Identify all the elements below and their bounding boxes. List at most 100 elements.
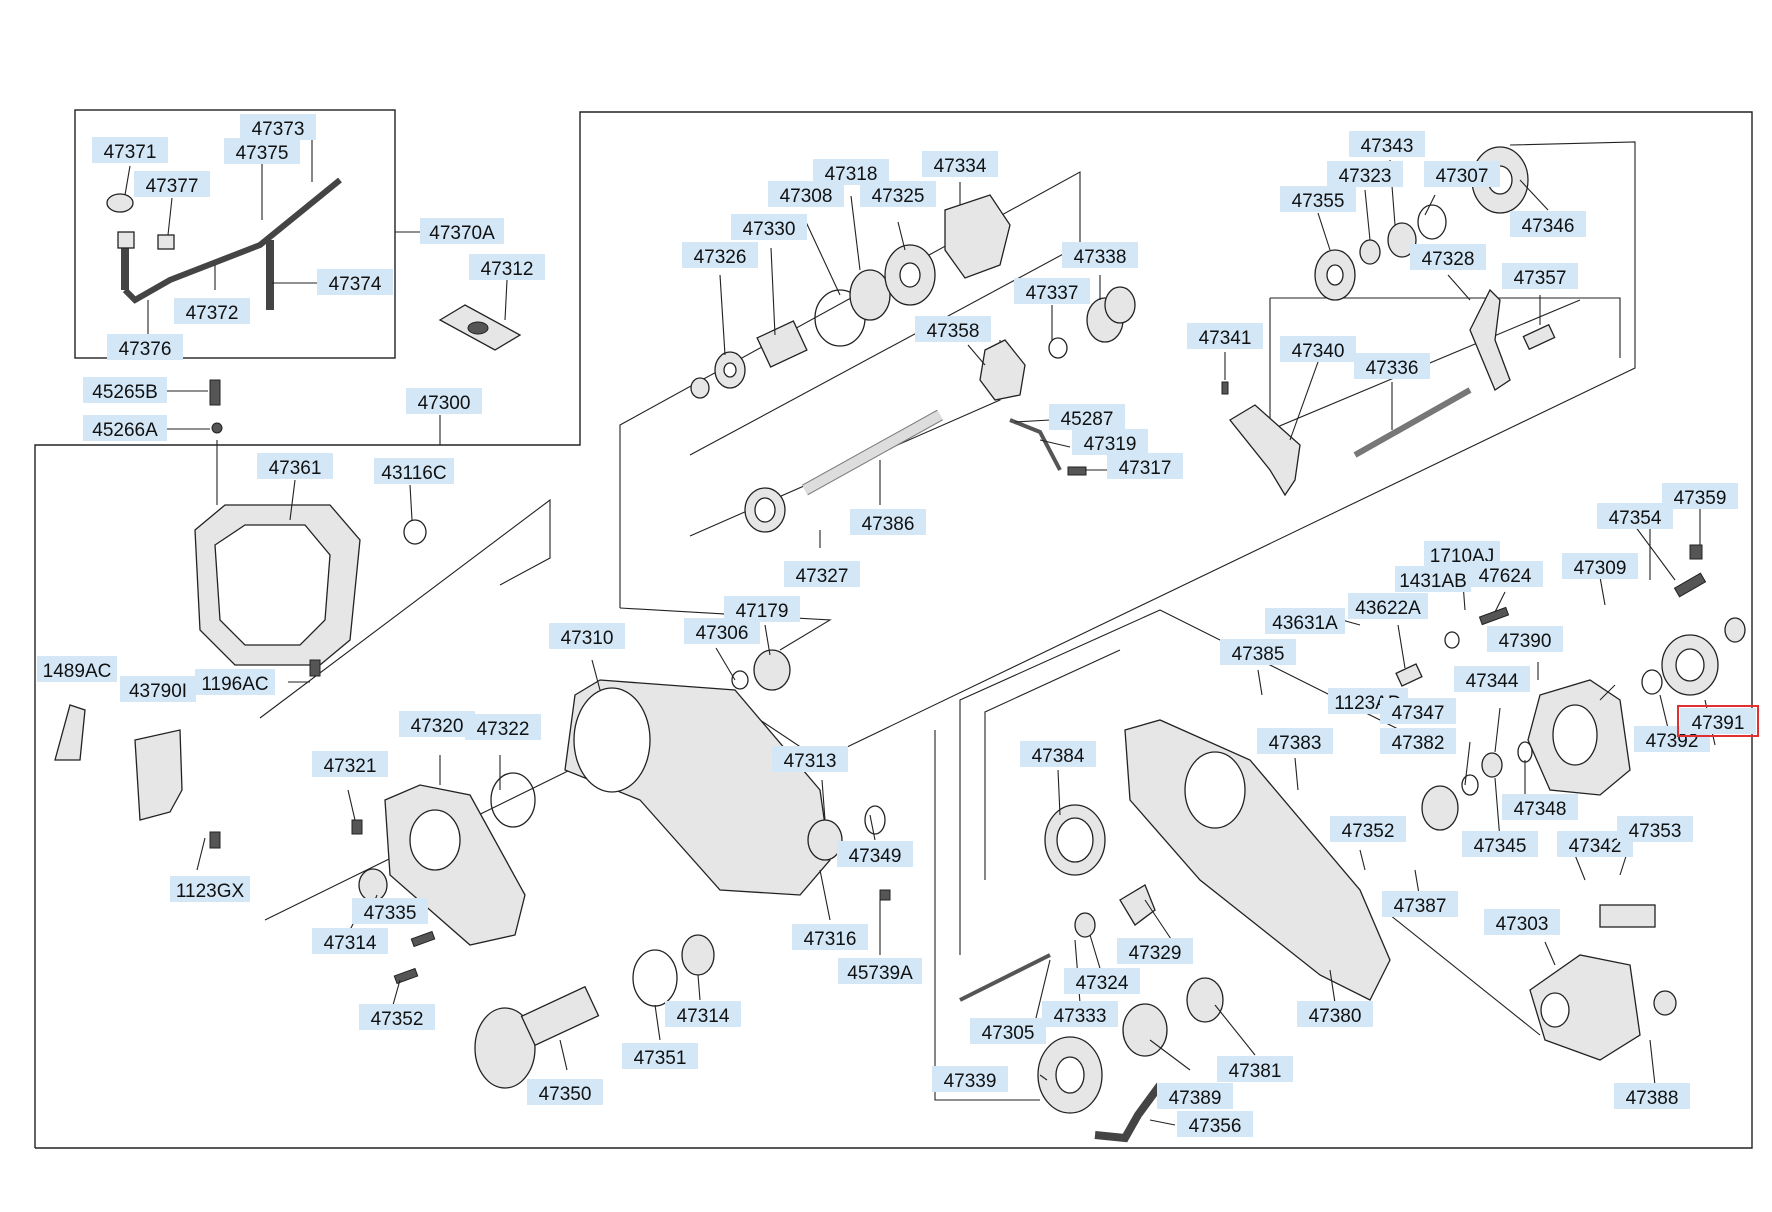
bolt-45265B[interactable] bbox=[209, 379, 221, 406]
callout-47361[interactable]: 47361 bbox=[257, 453, 333, 479]
callout-43116C[interactable]: 43116C bbox=[374, 458, 454, 484]
callout-47179[interactable]: 47179 bbox=[724, 596, 800, 622]
callout-47319[interactable]: 47319 bbox=[1072, 429, 1148, 455]
actuator-47303[interactable] bbox=[1529, 954, 1641, 1061]
callout-47323[interactable]: 47323 bbox=[1327, 161, 1403, 187]
callout-47357[interactable]: 47357 bbox=[1502, 263, 1578, 289]
callout-47340[interactable]: 47340 bbox=[1280, 336, 1356, 362]
callout-47306[interactable]: 47306 bbox=[684, 618, 760, 644]
callout-47343[interactable]: 47343 bbox=[1349, 131, 1425, 157]
callout-47307[interactable]: 47307 bbox=[1424, 161, 1500, 187]
callout-1123GX[interactable]: 1123GX bbox=[170, 876, 250, 902]
callout-47387[interactable]: 47387 bbox=[1382, 891, 1458, 917]
callout-43622A[interactable]: 43622A bbox=[1348, 593, 1428, 619]
callout-47351[interactable]: 47351 bbox=[622, 1043, 698, 1069]
flange-47350[interactable] bbox=[474, 1007, 536, 1089]
callout-47374[interactable]: 47374 bbox=[317, 269, 393, 295]
bracket-1489AC[interactable] bbox=[54, 704, 86, 761]
callout-47310[interactable]: 47310 bbox=[549, 623, 625, 649]
callout-47344[interactable]: 47344 bbox=[1454, 666, 1530, 692]
callout-47320[interactable]: 47320 bbox=[399, 711, 475, 737]
callout-47313[interactable]: 47313 bbox=[772, 746, 848, 772]
callout-43790I[interactable]: 43790I bbox=[120, 676, 196, 702]
callout-47390[interactable]: 47390 bbox=[1487, 626, 1563, 652]
callout-47347[interactable]: 47347 bbox=[1380, 698, 1456, 724]
callout-47338[interactable]: 47338 bbox=[1062, 242, 1138, 268]
callout-47385[interactable]: 47385 bbox=[1220, 639, 1296, 665]
chain-47356[interactable] bbox=[1094, 1082, 1164, 1143]
callout-47335[interactable]: 47335 bbox=[352, 898, 428, 924]
callout-47309[interactable]: 47309 bbox=[1562, 553, 1638, 579]
callout-47352-left[interactable]: 47352 bbox=[359, 1004, 435, 1030]
callout-47381[interactable]: 47381 bbox=[1217, 1056, 1293, 1082]
callout-47376[interactable]: 47376 bbox=[107, 334, 183, 360]
callout-47371[interactable]: 47371 bbox=[92, 137, 168, 163]
callout-47389[interactable]: 47389 bbox=[1157, 1083, 1233, 1109]
callout-47321[interactable]: 47321 bbox=[312, 751, 388, 777]
callout-47354[interactable]: 47354 bbox=[1597, 503, 1673, 529]
callout-47349[interactable]: 47349 bbox=[837, 841, 913, 867]
callout-47341[interactable]: 47341 bbox=[1187, 323, 1263, 349]
callout-47336[interactable]: 47336 bbox=[1354, 353, 1430, 379]
callout-47325[interactable]: 47325 bbox=[860, 181, 936, 207]
callout-47328[interactable]: 47328 bbox=[1410, 244, 1486, 270]
callout-47314-left[interactable]: 47314 bbox=[312, 928, 388, 954]
callout-47339[interactable]: 47339 bbox=[932, 1066, 1008, 1092]
callout-47316[interactable]: 47316 bbox=[792, 924, 868, 950]
callout-47352-right[interactable]: 47352 bbox=[1330, 816, 1406, 842]
callout-47318[interactable]: 47318 bbox=[813, 159, 889, 185]
callout-47326[interactable]: 47326 bbox=[682, 242, 758, 268]
callout-45739A[interactable]: 45739A bbox=[838, 958, 922, 984]
callout-47327[interactable]: 47327 bbox=[784, 561, 860, 587]
callout-47345[interactable]: 47345 bbox=[1462, 831, 1538, 857]
callout-1431AB[interactable]: 1431AB bbox=[1395, 566, 1471, 592]
callout-47359[interactable]: 47359 bbox=[1662, 483, 1738, 509]
callout-47383[interactable]: 47383 bbox=[1257, 728, 1333, 754]
callout-47333[interactable]: 47333 bbox=[1042, 1001, 1118, 1027]
callout-47330[interactable]: 47330 bbox=[731, 214, 807, 240]
callout-47300[interactable]: 47300 bbox=[406, 388, 482, 414]
hub-47334[interactable] bbox=[944, 194, 1011, 279]
callout-47391-selected[interactable]: 47391 bbox=[1677, 705, 1759, 737]
callout-47348[interactable]: 47348 bbox=[1502, 794, 1578, 820]
callout-45266A[interactable]: 45266A bbox=[83, 415, 167, 441]
cover-43790I[interactable] bbox=[134, 729, 183, 821]
callout-47388[interactable]: 47388 bbox=[1614, 1083, 1690, 1109]
callout-1196AC[interactable]: 1196AC bbox=[195, 669, 275, 695]
callout-47314-mid[interactable]: 47314 bbox=[665, 1001, 741, 1027]
callout-47312[interactable]: 47312 bbox=[469, 254, 545, 280]
shift-rod-assembly[interactable] bbox=[106, 177, 342, 310]
nut-45266A[interactable] bbox=[211, 422, 223, 434]
callout-47308[interactable]: 47308 bbox=[768, 181, 844, 207]
callout-47346[interactable]: 47346 bbox=[1510, 211, 1586, 237]
callout-47329[interactable]: 47329 bbox=[1117, 938, 1193, 964]
callout-47372[interactable]: 47372 bbox=[174, 298, 250, 324]
callout-47322[interactable]: 47322 bbox=[465, 714, 541, 740]
callout-47353[interactable]: 47353 bbox=[1617, 816, 1693, 842]
callout-47303[interactable]: 47303 bbox=[1484, 909, 1560, 935]
fork-47328[interactable] bbox=[1469, 288, 1511, 391]
callout-47358[interactable]: 47358 bbox=[915, 316, 991, 342]
callout-47382[interactable]: 47382 bbox=[1380, 728, 1456, 754]
callout-47384[interactable]: 47384 bbox=[1020, 741, 1096, 767]
callout-47375[interactable]: 47375 bbox=[224, 138, 300, 164]
callout-47324[interactable]: 47324 bbox=[1064, 968, 1140, 994]
callout-47355[interactable]: 47355 bbox=[1280, 186, 1356, 212]
callout-47624[interactable]: 47624 bbox=[1467, 561, 1543, 587]
callout-47317[interactable]: 47317 bbox=[1107, 453, 1183, 479]
callout-47373[interactable]: 47373 bbox=[240, 114, 316, 140]
svg-text:47314: 47314 bbox=[677, 1006, 730, 1027]
callout-47337[interactable]: 47337 bbox=[1014, 278, 1090, 304]
callout-47350[interactable]: 47350 bbox=[527, 1079, 603, 1105]
callout-47377[interactable]: 47377 bbox=[134, 171, 210, 197]
callout-45265B[interactable]: 45265B bbox=[83, 377, 167, 403]
callout-1489AC[interactable]: 1489AC bbox=[37, 656, 117, 682]
callout-47356[interactable]: 47356 bbox=[1177, 1111, 1253, 1137]
callout-47334[interactable]: 47334 bbox=[922, 151, 998, 177]
callout-47370A[interactable]: 47370A bbox=[420, 218, 504, 244]
callout-47305[interactable]: 47305 bbox=[970, 1018, 1046, 1044]
callout-43631A[interactable]: 43631A bbox=[1265, 608, 1345, 634]
callout-47380[interactable]: 47380 bbox=[1297, 1001, 1373, 1027]
callout-47386[interactable]: 47386 bbox=[850, 509, 926, 535]
callout-45287[interactable]: 45287 bbox=[1049, 404, 1125, 430]
